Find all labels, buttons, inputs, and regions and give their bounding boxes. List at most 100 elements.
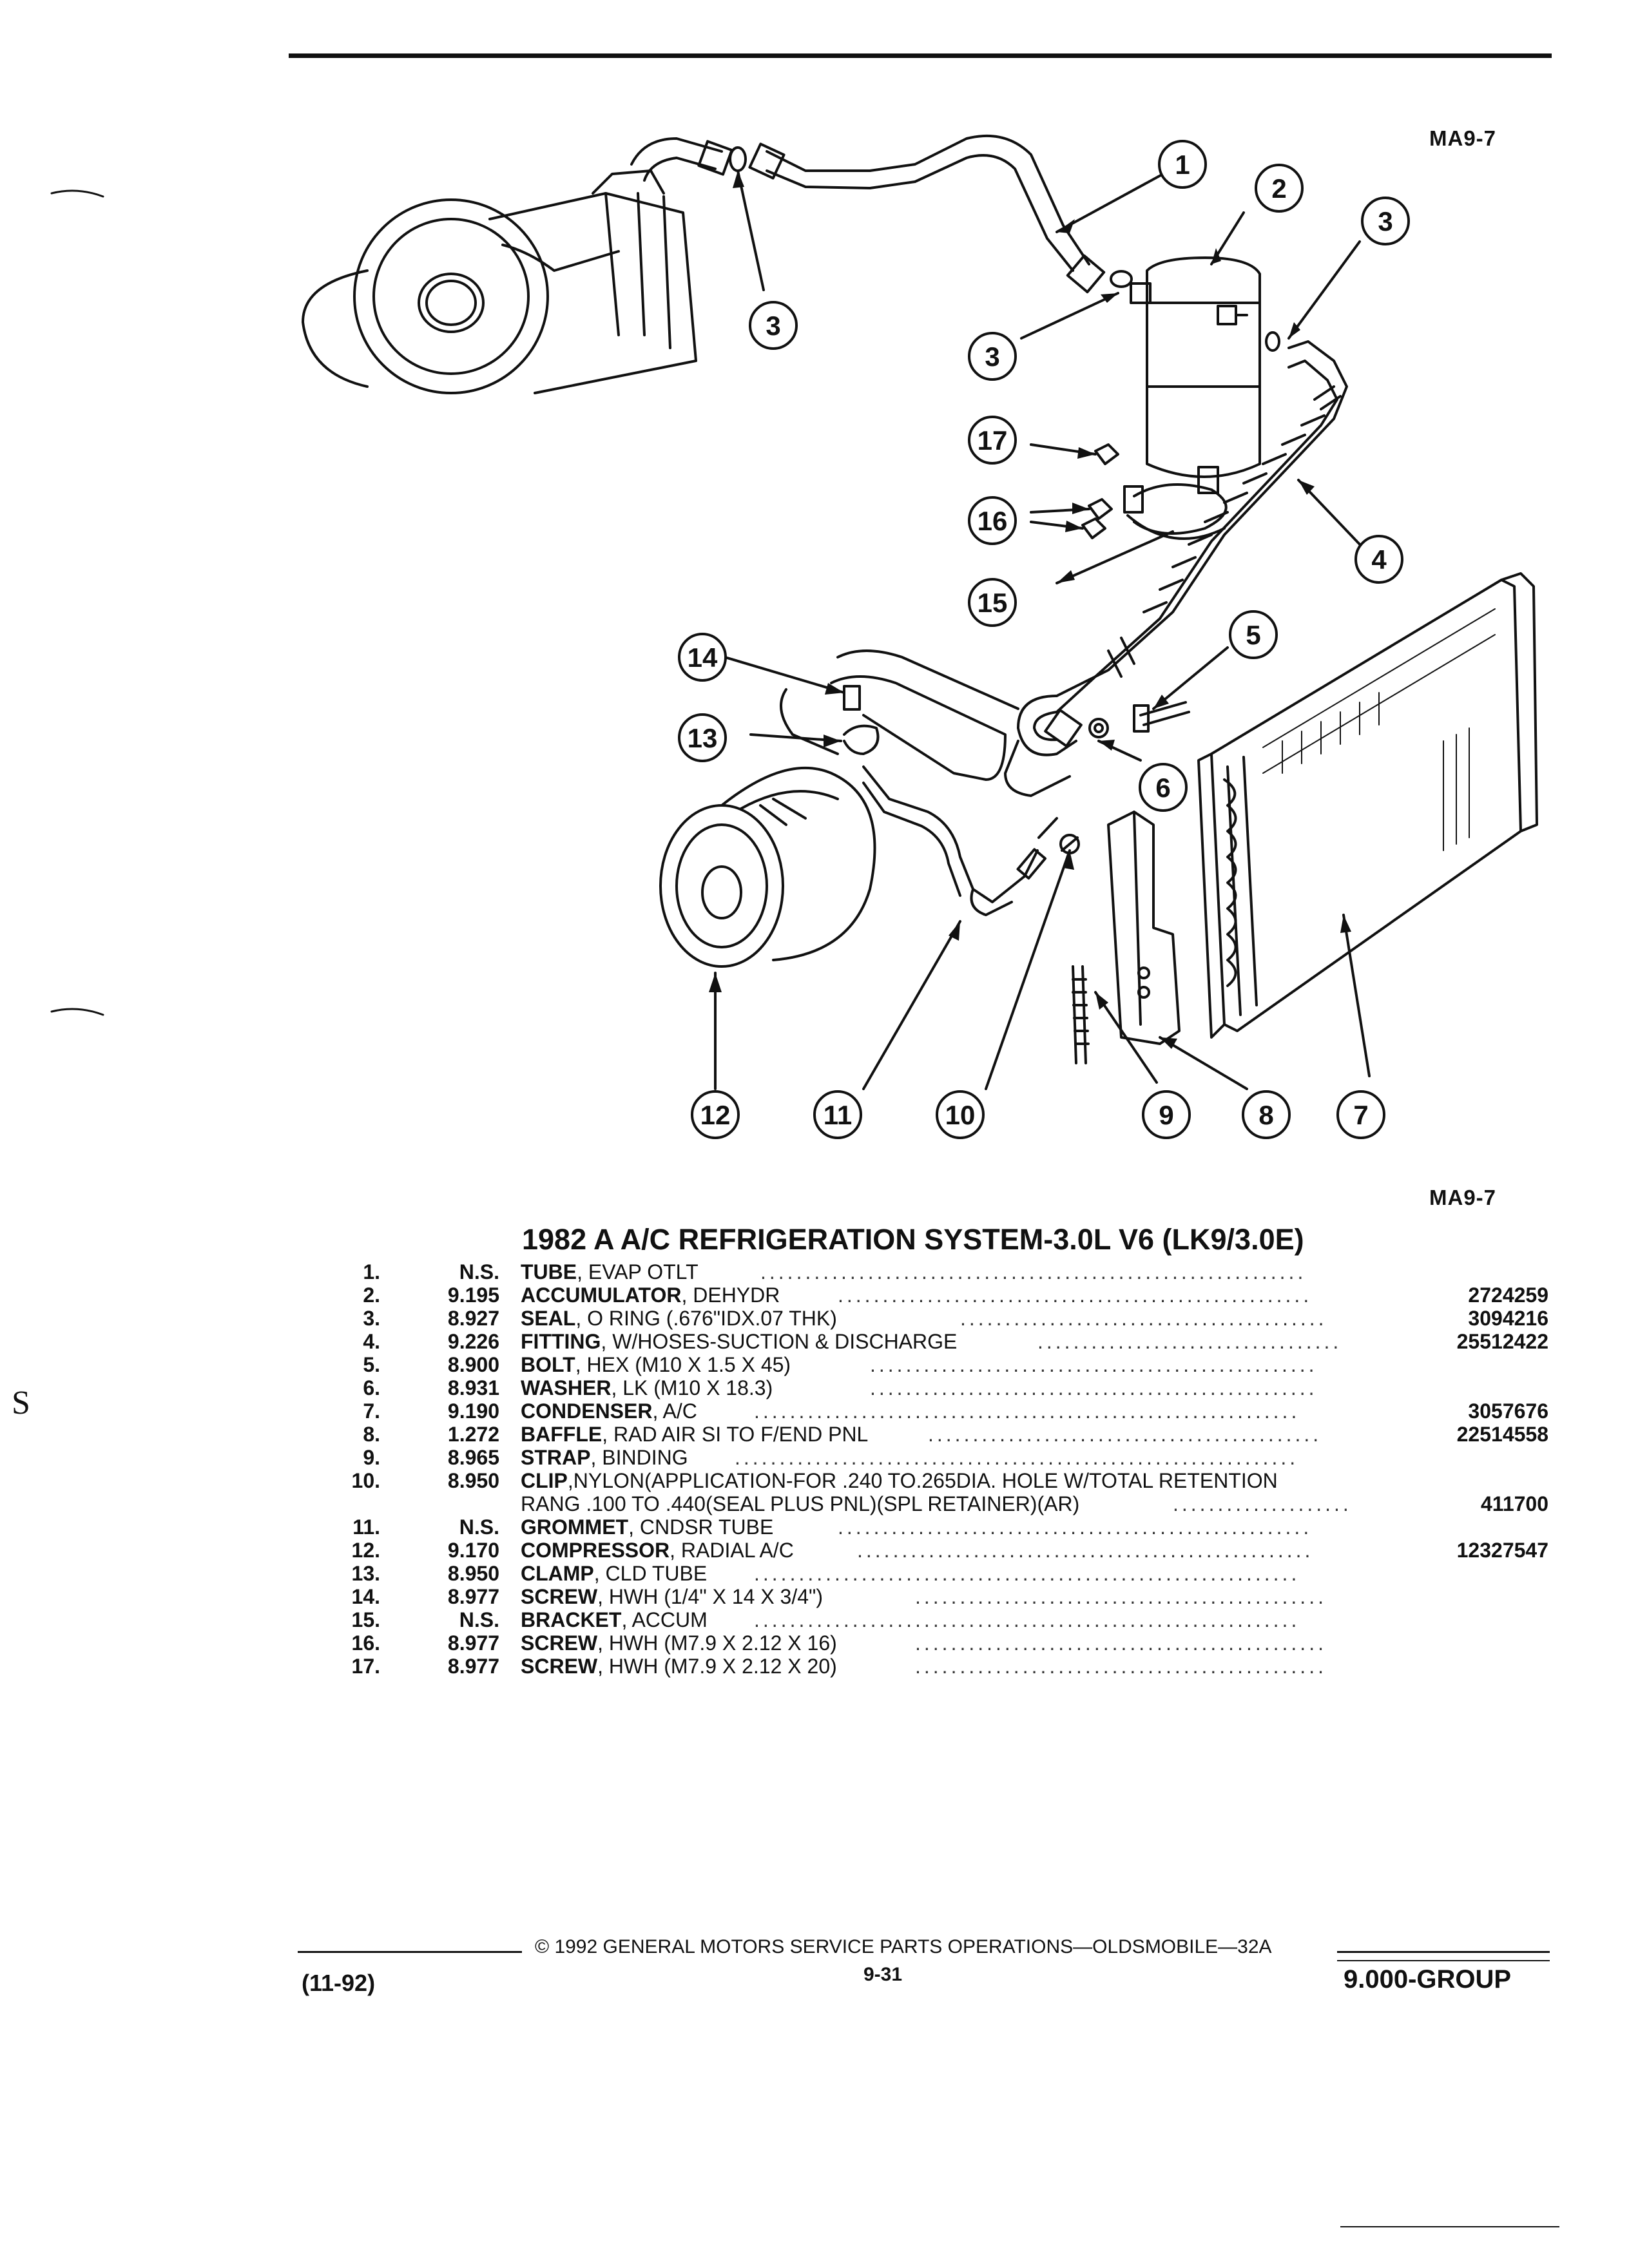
group-number: N.S.	[459, 1260, 499, 1283]
part-row: 13. 8.950 CLAMP, CLD TUBE ..............…	[0, 1562, 1629, 1585]
part-name: RANG .100 TO .440(SEAL PLUS PNL)(SPL RET…	[521, 1492, 1080, 1515]
part-name: STRAP, BINDING	[521, 1446, 688, 1469]
footer-date: (11-92)	[302, 1970, 376, 1996]
part-row: 3. 8.927 SEAL, O RING (.676"IDX.07 THK) …	[0, 1307, 1629, 1330]
part-number: 3094216	[1468, 1307, 1548, 1330]
part-name: SCREW, HWH (M7.9 X 2.12 X 16)	[521, 1631, 837, 1655]
callout-14: 14	[688, 642, 718, 673]
callout-13: 13	[688, 723, 718, 753]
group-number: 9.195	[447, 1283, 499, 1307]
condenser	[1197, 572, 1538, 1039]
part-number: 22514558	[1456, 1423, 1548, 1446]
accumulator	[1130, 256, 1261, 478]
callout-11: 11	[824, 1100, 852, 1130]
group-number: 8.900	[447, 1353, 499, 1376]
item-number: 6.	[363, 1376, 380, 1399]
group-number: 8.977	[447, 1585, 499, 1608]
part-row: 17. 8.977 SCREW, HWH (M7.9 X 2.12 X 20) …	[0, 1655, 1629, 1678]
footer-rule-left	[298, 1951, 522, 1953]
item-number: 17.	[351, 1655, 380, 1678]
clamp-and-screw	[843, 685, 880, 755]
part-name: SEAL, O RING (.676"IDX.07 THK)	[521, 1307, 837, 1330]
callout-16: 16	[978, 506, 1008, 536]
part-name: COMPRESSOR, RADIAL A/C	[521, 1539, 794, 1562]
part-name: CLAMP, CLD TUBE	[521, 1562, 708, 1585]
item-number: 5.	[363, 1353, 380, 1376]
item-number: 15.	[351, 1608, 380, 1631]
callout-17: 17	[978, 425, 1008, 456]
part-name: TUBE, EVAP OTLT	[521, 1260, 699, 1283]
part-row: 11. N.S. GROMMET, CNDSR TUBE ...........…	[0, 1515, 1629, 1539]
item-number: 12.	[351, 1539, 380, 1562]
part-number: 3057676	[1468, 1399, 1548, 1423]
part-number: 12327547	[1456, 1539, 1548, 1562]
footer-group: 9.000-GROUP	[1344, 1965, 1512, 1994]
part-row: 14. 8.977 SCREW, HWH (1/4" X 14 X 3/4") …	[0, 1585, 1629, 1608]
hose-assembly	[780, 340, 1348, 797]
part-row: 1. N.S. TUBE, EVAP OTLT ................…	[0, 1260, 1629, 1283]
part-name: CLIP,NYLON(APPLICATION-FOR .240 TO.265DI…	[521, 1469, 1278, 1492]
bolt-washer	[1088, 701, 1190, 738]
part-number: 411700	[1480, 1492, 1548, 1515]
part-name: BOLT, HEX (M10 X 1.5 X 45)	[521, 1353, 791, 1376]
group-number: 8.927	[447, 1307, 499, 1330]
footer-rule-right-2	[1337, 1960, 1550, 1961]
part-row: 9. 8.965 STRAP, BINDING ................…	[0, 1446, 1629, 1469]
part-name: GROMMET, CNDSR TUBE	[521, 1515, 774, 1539]
group-number: N.S.	[459, 1608, 499, 1631]
item-number: 2.	[363, 1283, 380, 1307]
part-name: FITTING, W/HOSES-SUCTION & DISCHARGE	[521, 1330, 958, 1353]
part-row: 2. 9.195 ACCUMULATOR, DEHYDR ...........…	[0, 1283, 1629, 1307]
evap-outlet-tube	[630, 134, 1133, 294]
leader-arrowheads	[709, 171, 1351, 1049]
footer-page-number: 9-31	[863, 1964, 903, 1985]
compressor	[659, 766, 876, 968]
group-number: 9.226	[447, 1330, 499, 1353]
callout-8: 8	[1258, 1100, 1273, 1130]
figure-code-bottom: MA9-7	[1429, 1186, 1497, 1209]
part-row: 10. 8.950 CLIP,NYLON(APPLICATION-FOR .24…	[0, 1469, 1629, 1492]
part-row: 7. 9.190 CONDENSER, A/C ................…	[0, 1399, 1629, 1423]
part-row: 16. 8.977 SCREW, HWH (M7.9 X 2.12 X 16) …	[0, 1631, 1629, 1655]
baffle	[1107, 811, 1181, 1045]
evaporator-housing	[302, 169, 697, 394]
group-number: 8.931	[447, 1376, 499, 1399]
group-number: N.S.	[459, 1515, 499, 1539]
callout-3b: 3	[766, 311, 780, 341]
item-number: 14.	[351, 1585, 380, 1608]
callout-10: 10	[945, 1100, 976, 1130]
callout-circles	[678, 140, 1410, 1139]
callout-12: 12	[700, 1100, 731, 1130]
part-name: WASHER, LK (M10 X 18.3)	[521, 1376, 773, 1399]
part-row: 12. 9.170 COMPRESSOR, RADIAL A/C .......…	[0, 1539, 1629, 1562]
bottom-rule	[1340, 2226, 1559, 2227]
group-number: 8.977	[447, 1631, 499, 1655]
footer-copyright: © 1992 GENERAL MOTORS SERVICE PARTS OPER…	[535, 1936, 1272, 1957]
callout-15: 15	[978, 588, 1008, 618]
callout-9: 9	[1159, 1100, 1173, 1130]
group-number: 9.170	[447, 1539, 499, 1562]
part-row: 15. N.S. BRACKET, ACCUM ................…	[0, 1608, 1629, 1631]
part-name: CONDENSER, A/C	[521, 1399, 697, 1423]
part-row: 6. 8.931 WASHER, LK (M10 X 18.3) .......…	[0, 1376, 1629, 1399]
strap	[1072, 965, 1087, 1064]
callout-3c: 3	[985, 341, 999, 372]
figure-code-top: MA9-7	[1429, 126, 1497, 150]
footer-rule-right	[1337, 1951, 1550, 1953]
part-name: BAFFLE, RAD AIR SI TO F/END PNL	[521, 1423, 869, 1446]
margin-mark: S	[12, 1385, 30, 1421]
group-number: 9.190	[447, 1399, 499, 1423]
callout-labels: 1 2 3 3 3 4 5 6 7 8 9 10 11 12 13 14 15 …	[688, 149, 1393, 1130]
item-number: 3.	[363, 1307, 380, 1330]
part-name: SCREW, HWH (1/4" X 14 X 3/4")	[521, 1585, 824, 1608]
part-name: BRACKET, ACCUM	[521, 1608, 708, 1631]
item-number: 4.	[363, 1330, 380, 1353]
group-number: 8.965	[447, 1446, 499, 1469]
page-title: 1982 A A/C REFRIGERATION SYSTEM-3.0L V6 …	[522, 1223, 1304, 1256]
item-number: 7.	[363, 1399, 380, 1423]
callout-7: 7	[1353, 1100, 1368, 1130]
part-row: 5. 8.900 BOLT, HEX (M10 X 1.5 X 45) ....…	[0, 1353, 1629, 1376]
part-row: 8. 1.272 BAFFLE, RAD AIR SI TO F/END PNL…	[0, 1423, 1629, 1446]
part-name: ACCUMULATOR, DEHYDR	[521, 1283, 780, 1307]
item-number: 10.	[351, 1469, 380, 1492]
